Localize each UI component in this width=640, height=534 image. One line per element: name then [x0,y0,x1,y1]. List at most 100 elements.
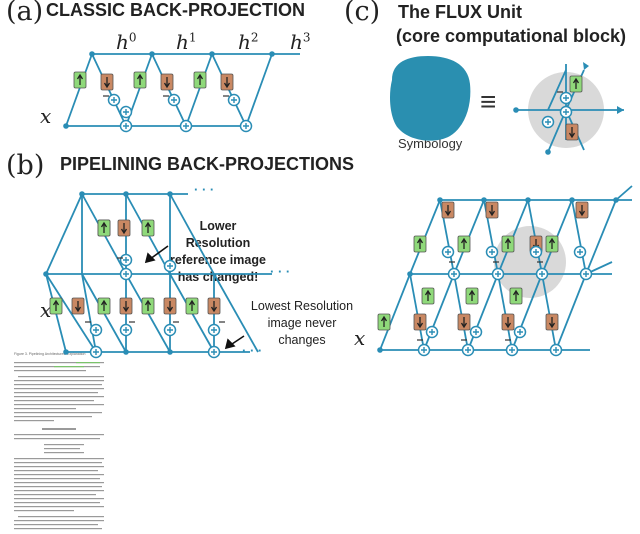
plus-icon [465,347,471,353]
upscale-unit [421,287,435,305]
plus-icon [243,123,249,129]
plus-icon [563,109,569,115]
sum-node [469,325,483,339]
arrow-up-icon [76,73,84,85]
lattice-line [453,273,469,351]
arrow-head [144,252,156,264]
arrow-up-icon [468,289,476,301]
upscale-unit [73,71,87,89]
plus-icon [451,271,457,277]
lattice-line [423,273,455,351]
panel-b-title: PIPELINING BACK-PROJECTIONS [60,154,355,174]
junction-dot [79,191,85,197]
plus-icon [167,263,173,269]
sum-node [167,93,181,107]
lattice-line [213,273,259,353]
lattice-line [169,193,215,275]
junction-dot [63,349,69,355]
upscale-unit [545,235,559,253]
sum-node [163,323,177,337]
arrow-down-icon [444,205,452,217]
label-h3: h3 [290,30,311,54]
plus-icon [171,97,177,103]
arrow-up-icon [144,299,152,311]
plus-icon [123,109,129,115]
sum-node [491,267,505,281]
downscale-unit [485,201,499,219]
sum-node [119,267,133,281]
downscale-unit [545,313,559,331]
upscale-unit [569,75,583,93]
arrow-down-icon [460,317,468,329]
junction-dot [481,197,487,203]
lattice-line [409,273,425,351]
sum-node [441,245,455,259]
upscale-unit [141,297,155,315]
junction-dot [89,51,95,57]
plus-icon [545,119,551,125]
arrow-down-icon [103,77,111,89]
panel-a-title: CLASSIC BACK-PROJECTION [46,0,306,20]
upscale-unit [97,219,111,237]
plus-icon [495,271,501,277]
panel-c-letter: (c) [344,0,381,27]
sum-node [89,323,103,337]
downscale-unit [119,297,133,315]
sum-node [417,343,431,357]
sum-node [207,323,221,337]
arrow-up-icon [196,73,204,85]
downscale-unit [457,313,471,331]
upscale-unit [141,219,155,237]
sum-node [579,267,593,281]
sum-node [559,105,573,119]
upscale-unit [457,235,471,253]
arrow-up-icon [504,237,512,249]
arrow-down-icon [166,301,174,313]
paper-thumbnail [14,358,106,534]
plus-icon [517,329,523,335]
downscale-unit [117,219,131,237]
panel-b-letter: (b) [6,150,45,181]
arrow-down-icon [120,223,128,235]
arrow-up-icon [572,77,580,89]
plus-icon [583,271,589,277]
sum-node [89,345,103,359]
arrow-down-icon [548,317,556,329]
arrow-down-icon [416,317,424,329]
plus-icon [123,123,129,129]
downscale-unit [160,73,174,91]
lattice-line [585,199,617,275]
junction-dot [123,191,129,197]
downscale-unit [71,297,85,315]
plus-icon [93,349,99,355]
junction-dot [569,197,575,203]
lattice-line [45,193,83,275]
sum-node [505,343,519,357]
junction-dot [167,191,173,197]
sum-node [207,345,221,359]
sum-node [447,267,461,281]
sum-node [541,115,555,129]
plus-icon [563,95,569,101]
sum-node [535,267,549,281]
sum-node [119,323,133,337]
junction-dot [209,51,215,57]
lattice-line [185,53,213,127]
flux-diag [547,69,567,111]
downscale-unit [163,297,177,315]
label-h1: h1 [176,30,197,54]
arrow-up-icon [136,73,144,85]
plus-icon [577,249,583,255]
sum-node [119,253,133,267]
arrow-down-icon [163,77,171,89]
upscale-unit [377,313,391,331]
lattice-line [555,273,587,351]
plus-icon [539,271,545,277]
upscale-unit [465,287,479,305]
plus-icon [123,271,129,277]
lattice-line [541,273,557,351]
plus-icon [123,257,129,263]
arrow-down-icon [210,301,218,313]
downscale-unit [207,297,221,315]
panel-c-title-line2: (core computational block) [396,26,627,46]
